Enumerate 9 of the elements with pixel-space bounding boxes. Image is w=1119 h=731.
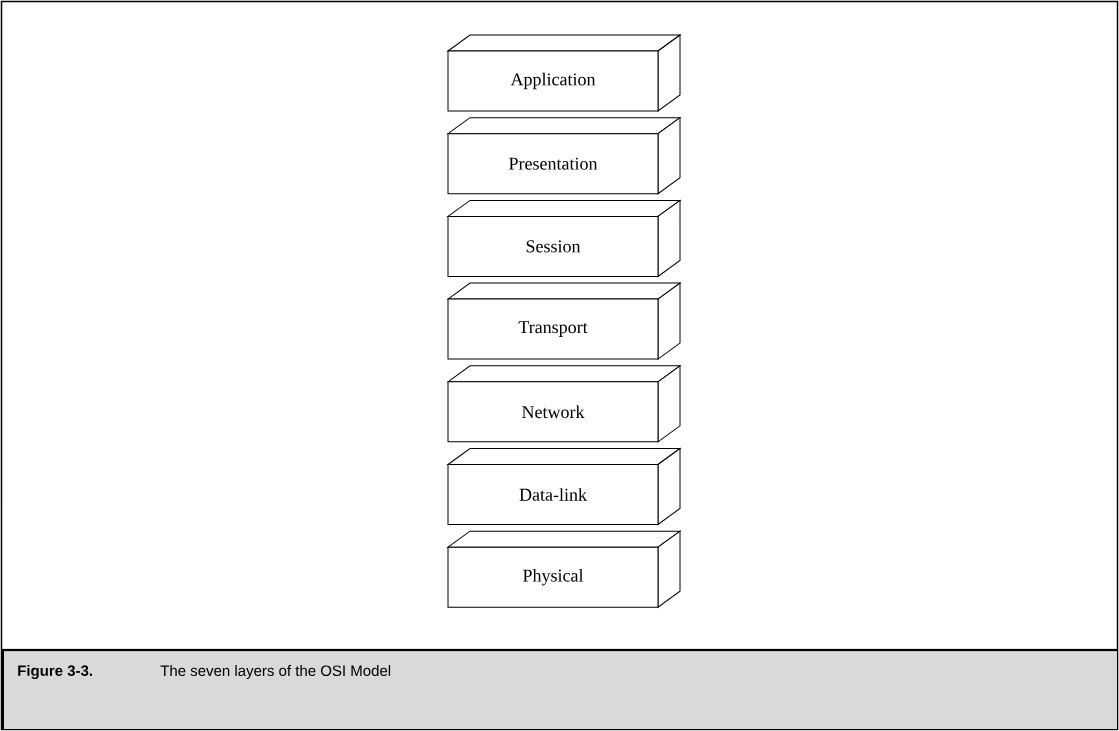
layer-block: Session [447, 199, 681, 277]
caption: The seven layers of the OSI Model [160, 665, 391, 679]
layer-block: Transport [447, 282, 681, 360]
layer-block: Physical [447, 530, 681, 608]
figure-number: Figure 3-3. [18, 665, 92, 680]
layer-block: Data-link [447, 448, 681, 525]
layer-block: Network [447, 365, 681, 443]
layer-block: Presentation [447, 117, 681, 195]
layer-block: Application [447, 34, 681, 112]
